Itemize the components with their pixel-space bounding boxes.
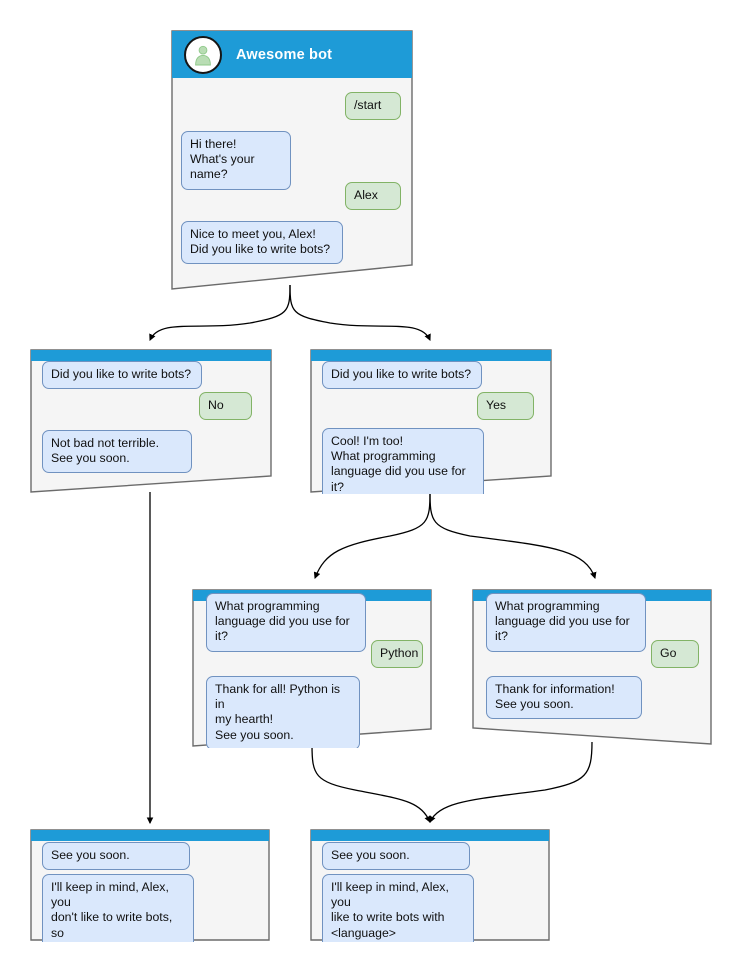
edge-root-to-yes — [289, 284, 431, 341]
node-no-branch-messages: Did you like to write bots? No Not bad n… — [29, 348, 273, 494]
node-end-sad[interactable]: See you soon. I'll keep in mind, Alex, y… — [29, 828, 271, 942]
message-user-yes: Yes — [477, 392, 534, 421]
node-yes-branch-header — [311, 350, 551, 361]
bot-title: Awesome bot — [236, 46, 333, 63]
message-bot-see-you-soon: See you soon. — [42, 842, 190, 871]
node-end-happy[interactable]: See you soon. I'll keep in mind, Alex, y… — [309, 828, 551, 942]
node-root-header: Awesome bot — [172, 31, 412, 78]
edge-python-to-end-happy — [311, 744, 431, 823]
message-bot-greeting: Hi there! What's your name? — [181, 131, 291, 190]
message-bot-lang-question: What programming language did you use fo… — [206, 593, 366, 652]
edge-yes-to-python — [313, 491, 431, 580]
message-user-python: Python — [371, 640, 423, 669]
message-user-start: /start — [345, 92, 401, 121]
person-glyph-icon — [195, 45, 211, 65]
message-bot-see-you-soon: See you soon. — [322, 842, 470, 871]
message-bot-not-bad: Not bad not terrible. See you soon. — [42, 430, 192, 474]
message-bot-thanks-go: Thank for information! See you soon. — [486, 676, 642, 720]
edge-root-to-no — [149, 284, 291, 341]
message-user-no: No — [199, 392, 252, 421]
node-end-happy-header — [311, 830, 549, 841]
message-bot-keep-in-mind: I'll keep in mind, Alex, you like to wri… — [322, 874, 474, 942]
node-no-branch[interactable]: Did you like to write bots? No Not bad n… — [29, 348, 273, 494]
node-python-branch[interactable]: What programming language did you use fo… — [191, 588, 433, 748]
node-end-sad-messages: See you soon. I'll keep in mind, Alex, y… — [29, 828, 271, 942]
message-bot-lang-question: What programming language did you use fo… — [486, 593, 646, 652]
edge-go-to-end-happy — [429, 741, 593, 823]
message-user-name: Alex — [345, 182, 401, 211]
node-go-branch-messages: What programming language did you use fo… — [471, 588, 713, 746]
message-bot-nice-to-meet: Nice to meet you, Alex! Did you like to … — [181, 221, 343, 265]
node-go-branch[interactable]: What programming language did you use fo… — [471, 588, 713, 746]
node-end-happy-messages: See you soon. I'll keep in mind, Alex, y… — [309, 828, 551, 942]
node-root[interactable]: Awesome bot /start Hi there! What's your… — [170, 29, 414, 291]
node-yes-branch-messages: Did you like to write bots? Yes Cool! I'… — [309, 348, 553, 494]
message-bot-cool: Cool! I'm too! What programming language… — [322, 428, 484, 494]
node-end-sad-header — [31, 830, 269, 841]
edge-yes-to-go — [429, 491, 597, 580]
node-yes-branch[interactable]: Did you like to write bots? Yes Cool! I'… — [309, 348, 553, 494]
message-bot-thanks-python: Thank for all! Python is in my hearth! S… — [206, 676, 360, 748]
message-bot-question: Did you like to write bots? — [42, 361, 202, 390]
person-avatar-icon — [184, 35, 222, 74]
node-no-branch-header — [31, 350, 271, 361]
message-user-go: Go — [651, 640, 699, 669]
message-bot-question: Did you like to write bots? — [322, 361, 482, 390]
message-bot-keep-in-mind: I'll keep in mind, Alex, you don't like … — [42, 874, 194, 942]
node-python-branch-messages: What programming language did you use fo… — [191, 588, 433, 748]
